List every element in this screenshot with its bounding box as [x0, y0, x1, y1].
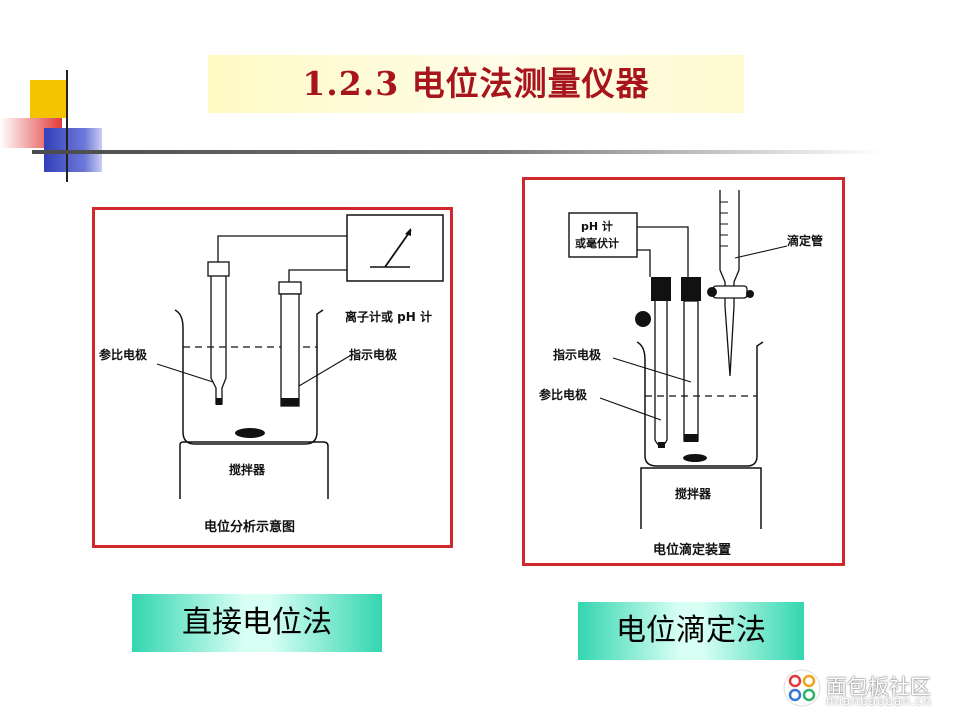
- wire-1: [637, 226, 689, 277]
- stirrer-label: 搅拌器: [675, 487, 712, 501]
- reference-leader: [599, 397, 662, 421]
- wire-2: [637, 249, 651, 277]
- indicator-leader: [612, 357, 692, 383]
- stirrer-base: [179, 441, 329, 499]
- stir-bar: [235, 428, 265, 438]
- ph-meter-box: [568, 212, 638, 258]
- indicator-electrode-cap: [278, 281, 302, 295]
- burette-leader: [734, 245, 788, 259]
- indicator-electrode: [683, 300, 699, 442]
- title-band: [208, 55, 744, 113]
- meter-label: 离子计或 pH 计: [345, 310, 432, 324]
- stopcock: [712, 285, 748, 299]
- right-diagram-caption: 电位滴定装置: [653, 543, 732, 558]
- beaker: [636, 341, 764, 467]
- right-diagram-frame: pH 计 或毫伏计 滴定管 指示电极 参比电极 搅拌器 电位滴定装置: [522, 177, 845, 566]
- meter-needle: [384, 229, 412, 268]
- left-diagram-frame: 离子计或 pH 计 参比电极 指示电极 搅拌器 电位分析示意图: [92, 207, 453, 548]
- indicator-leader: [298, 353, 354, 387]
- reference-holder: [681, 277, 701, 301]
- indicator-electrode-body: [280, 293, 300, 407]
- stirrer-label: 搅拌器: [229, 463, 266, 477]
- reference-electrode-cap: [207, 261, 230, 277]
- indicator-electrode-membrane: [684, 434, 698, 442]
- burette-label: 滴定管: [787, 234, 824, 248]
- potentiometric-titration-caption-box: 电位滴定法: [578, 602, 804, 660]
- title-divider: [32, 150, 882, 154]
- wire-indicator: [288, 269, 347, 282]
- watermark-logo-icon: [782, 668, 822, 708]
- ph-meter-label-2: 或毫伏计: [575, 237, 619, 250]
- watermark-subtext: mianbaoban.cn: [826, 694, 932, 708]
- meter-needle-tip: [405, 228, 411, 236]
- indicator-holder: [651, 277, 671, 301]
- clamp-knob: [635, 311, 651, 327]
- reference-electrode-label: 参比电极: [539, 388, 588, 402]
- meter-box: [346, 214, 444, 282]
- stopcock-knob-left: [707, 287, 717, 297]
- indicator-electrode-label: 指示电极: [553, 348, 602, 362]
- reference-electrode-label: 参比电极: [99, 348, 148, 362]
- stopcock-knob-right: [746, 290, 754, 298]
- reference-electrode-body: [210, 276, 227, 405]
- corner-decoration: [0, 60, 130, 190]
- watermark-text: 面包板社区: [826, 675, 931, 699]
- wire-reference: [217, 235, 347, 262]
- reference-leader: [156, 363, 214, 383]
- indicator-electrode-membrane: [281, 398, 299, 406]
- ph-meter-label-1: pH 计: [581, 220, 613, 233]
- reference-electrode-tip: [216, 398, 222, 405]
- direct-potentiometry-diagram: [156, 214, 444, 499]
- indicator-electrode-label: 指示电极: [349, 348, 398, 362]
- stirrer-base: [640, 467, 762, 529]
- cross-vertical: [66, 70, 68, 182]
- direct-potentiometry-caption: 直接电位法: [182, 605, 332, 640]
- left-diagram-caption: 电位分析示意图: [204, 520, 296, 535]
- page-title: 1.2.3 电位法测量仪器: [302, 64, 650, 103]
- potentiometric-titration-caption: 电位滴定法: [616, 613, 766, 648]
- yellow-square: [30, 80, 68, 118]
- potentiometric-titration-diagram: [568, 190, 788, 529]
- direct-potentiometry-caption-box: 直接电位法: [132, 594, 382, 652]
- stir-bar: [683, 454, 707, 462]
- reference-electrode-tip: [658, 442, 665, 448]
- burette-tip: [724, 305, 735, 377]
